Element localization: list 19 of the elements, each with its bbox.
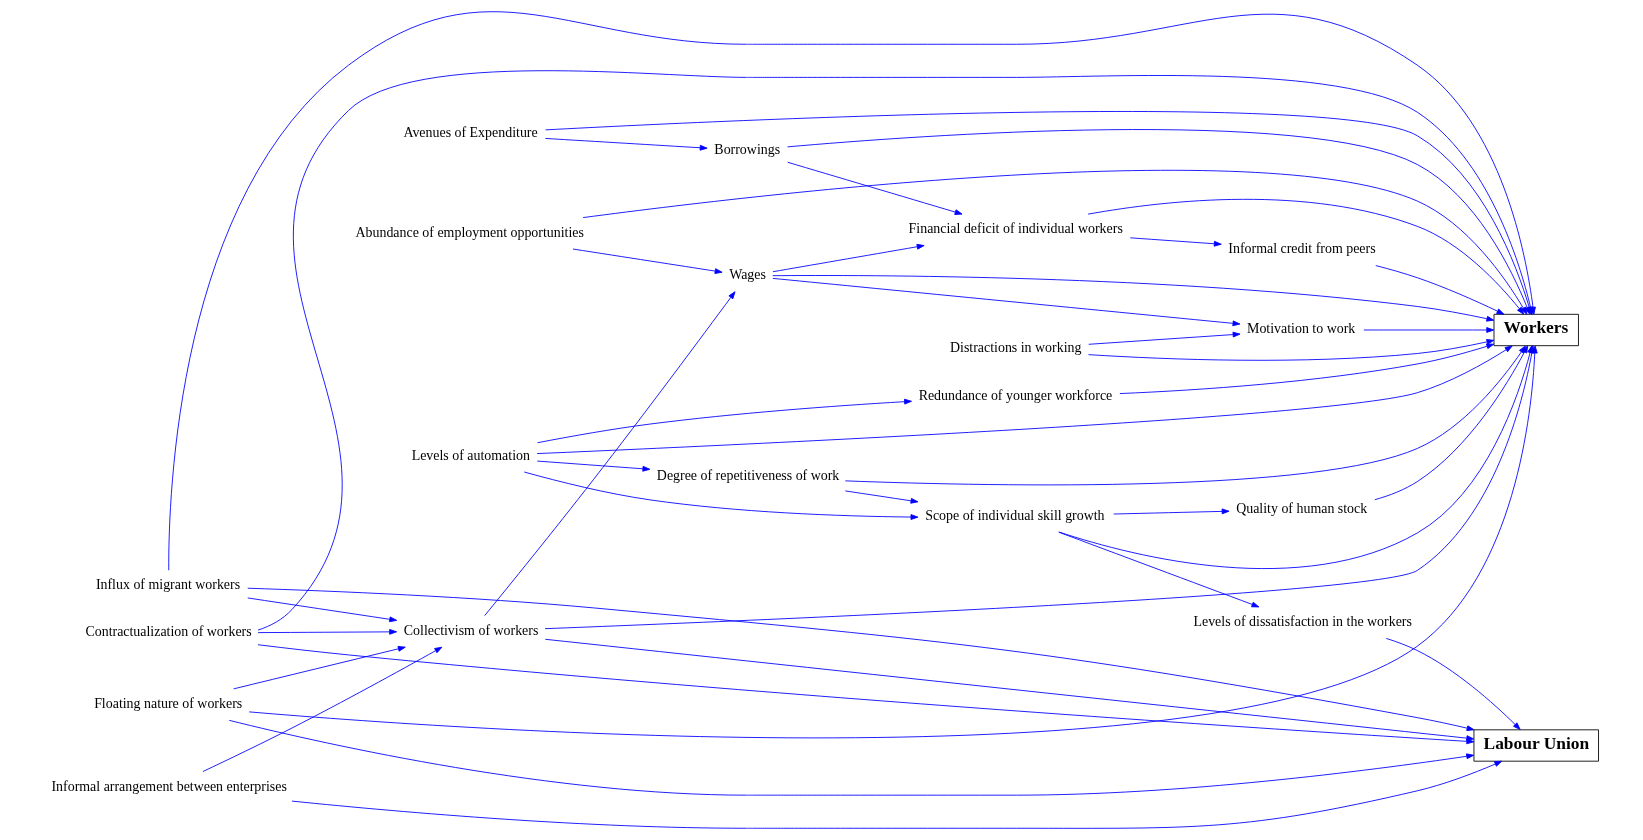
node-text: Scope of individual skill growth bbox=[925, 507, 1105, 523]
node-text: Contractualization of workers bbox=[85, 624, 252, 640]
node-text: Quality of human stock bbox=[1236, 500, 1368, 516]
node-text: Motivation to work bbox=[1247, 321, 1356, 337]
node-text: Informal credit from peers bbox=[1228, 241, 1376, 257]
node-text: Distractions in working bbox=[949, 340, 1082, 356]
node-text: Abundance of employment opportunities bbox=[355, 224, 584, 240]
node-text: Levels of dissatisfaction in the workers bbox=[1193, 613, 1412, 629]
node-text: Collectivism of workers bbox=[403, 622, 539, 638]
node-text: Levels of automation bbox=[411, 447, 530, 463]
node-text: Influx of migrant workers bbox=[95, 577, 241, 593]
node-text: Financial deficit of individual workers bbox=[908, 221, 1123, 237]
node-text: Redundance of younger workforce bbox=[918, 387, 1113, 403]
node-text: Wages bbox=[729, 267, 766, 283]
node-text: Borrowings bbox=[714, 141, 781, 157]
node-text: Floating nature of workers bbox=[94, 695, 243, 711]
node-text: Informal arrangement between enterprises bbox=[51, 778, 287, 794]
node-text: Avenues of Expenditure bbox=[403, 125, 538, 141]
node-text: Degree of repetitiveness of work bbox=[656, 467, 840, 483]
